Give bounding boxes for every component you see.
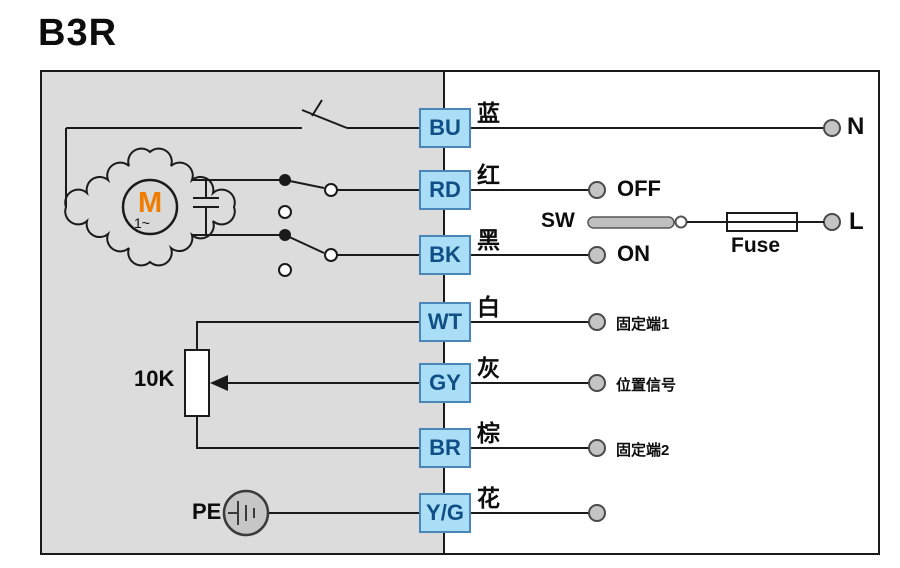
wire-color-label-black: 黑 (477, 227, 500, 253)
terminal-box-bu: BU (419, 108, 471, 148)
label-on: ON (617, 241, 650, 266)
label-neutral-n: N (847, 113, 865, 140)
terminal-box-br: BR (419, 428, 471, 468)
motor-phase: 1~ (134, 215, 150, 231)
label-line-l: L (849, 208, 864, 235)
label-sw: SW (541, 209, 575, 232)
wire-color-label-red: 红 (477, 162, 500, 188)
terminal-box-bk: BK (419, 235, 471, 275)
label-fixed-end-1: 固定端1 (616, 316, 670, 333)
terminal-box-rd: RD (419, 170, 471, 210)
actuator-internal-panel (42, 72, 445, 553)
wire-color-label-gray: 灰 (477, 355, 500, 381)
wire-color-label-stripe: 花 (477, 485, 500, 511)
terminal-box-wt: WT (419, 302, 471, 342)
label-10k-potentiometer: 10K (134, 366, 175, 391)
label-pe: PE (192, 499, 222, 524)
wire-color-label-brown: 棕 (477, 420, 500, 446)
wire-color-label-white: 白 (477, 294, 500, 320)
label-fuse: Fuse (731, 234, 781, 257)
label-fixed-end-2: 固定端2 (616, 442, 670, 459)
terminal-box-gy: GY (419, 363, 471, 403)
diagram-title: B3R (38, 12, 118, 54)
label-off: OFF (617, 176, 661, 201)
wire-color-label-blue: 蓝 (477, 100, 500, 126)
terminal-box-yg: Y/G (419, 493, 471, 533)
label-position-signal: 位置信号 (616, 377, 677, 394)
